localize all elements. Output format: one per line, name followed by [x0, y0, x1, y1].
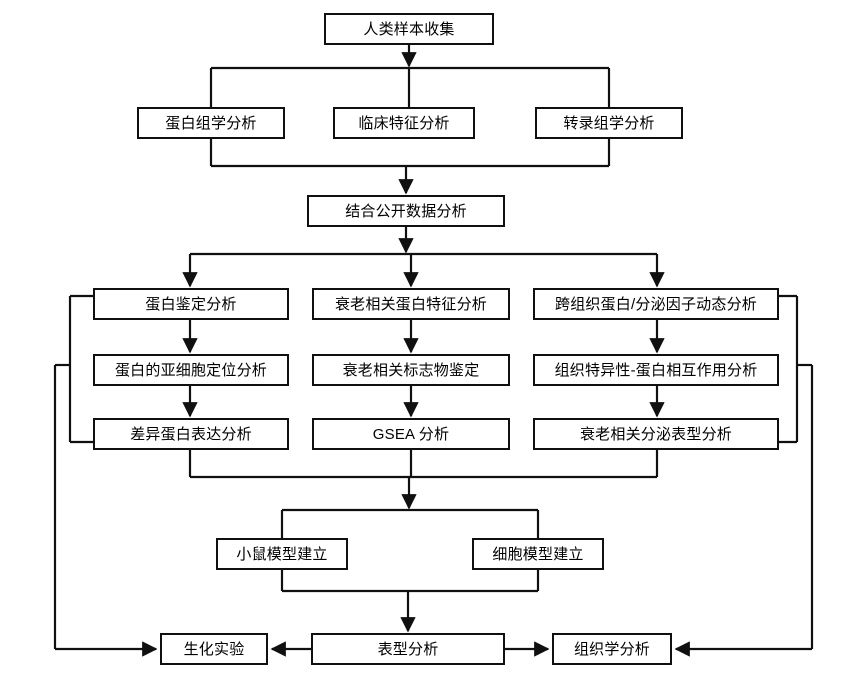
- node-transcriptomics[interactable]: 转录组学分析: [535, 107, 683, 139]
- node-protein-identification[interactable]: 蛋白鉴定分析: [93, 288, 289, 320]
- node-sasp-analysis[interactable]: 衰老相关分泌表型分析: [533, 418, 779, 450]
- node-cross-tissue-dynamics[interactable]: 跨组织蛋白/分泌因子动态分析: [533, 288, 779, 320]
- node-tissue-specific-interaction[interactable]: 组织特异性-蛋白相互作用分析: [533, 354, 779, 386]
- node-label: 蛋白鉴定分析: [145, 295, 237, 313]
- node-phenotype-analysis[interactable]: 表型分析: [311, 633, 505, 665]
- node-label: 跨组织蛋白/分泌因子动态分析: [555, 295, 757, 313]
- node-mouse-model[interactable]: 小鼠模型建立: [216, 538, 348, 570]
- node-clinical-features[interactable]: 临床特征分析: [333, 107, 475, 139]
- node-label: 转录组学分析: [563, 114, 655, 132]
- node-label: 衰老相关蛋白特征分析: [334, 295, 487, 313]
- node-label: 人类样本收集: [363, 20, 455, 38]
- node-differential-expression[interactable]: 差异蛋白表达分析: [93, 418, 289, 450]
- node-subcellular-localization[interactable]: 蛋白的亚细胞定位分析: [93, 354, 289, 386]
- node-label: 细胞模型建立: [492, 545, 584, 563]
- node-label: 组织学分析: [573, 640, 650, 658]
- node-biochemical-assay[interactable]: 生化实验: [160, 633, 268, 665]
- node-label: 衰老相关分泌表型分析: [579, 425, 732, 443]
- node-label: 组织特异性-蛋白相互作用分析: [554, 361, 758, 379]
- node-public-data-analysis[interactable]: 结合公开数据分析: [307, 195, 505, 227]
- node-proteomics[interactable]: 蛋白组学分析: [137, 107, 285, 139]
- node-label: 衰老相关标志物鉴定: [342, 361, 480, 379]
- node-gsea-analysis[interactable]: GSEA 分析: [312, 418, 510, 450]
- node-sample-collection[interactable]: 人类样本收集: [324, 13, 494, 45]
- node-label: GSEA 分析: [372, 425, 450, 443]
- node-label: 表型分析: [377, 640, 439, 658]
- node-cell-model[interactable]: 细胞模型建立: [472, 538, 604, 570]
- node-label: 差异蛋白表达分析: [130, 425, 252, 443]
- node-label: 蛋白组学分析: [165, 114, 257, 132]
- node-label: 生化实验: [183, 640, 245, 658]
- node-histology-analysis[interactable]: 组织学分析: [552, 633, 672, 665]
- node-aging-biomarker-id[interactable]: 衰老相关标志物鉴定: [312, 354, 510, 386]
- node-label: 蛋白的亚细胞定位分析: [114, 361, 267, 379]
- node-aging-protein-features[interactable]: 衰老相关蛋白特征分析: [312, 288, 510, 320]
- node-label: 小鼠模型建立: [236, 545, 328, 563]
- node-label: 结合公开数据分析: [345, 202, 467, 220]
- node-label: 临床特征分析: [358, 114, 450, 132]
